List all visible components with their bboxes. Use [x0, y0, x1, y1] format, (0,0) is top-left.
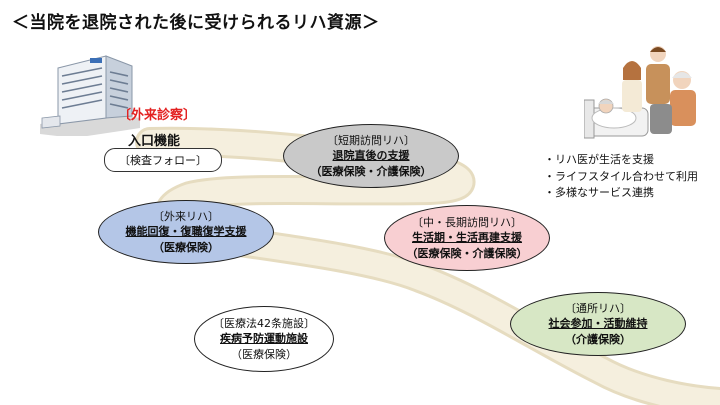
resource-insurance: （医療保険）	[231, 347, 297, 361]
resource-main: 退院直後の支援	[332, 149, 410, 163]
outpatient-label: 〔外来診察〕	[118, 108, 197, 123]
mid-long-term-home-rehab-bubble: 〔中・長期訪問リハ〕 生活期・生活再建支援 （医療保険・介護保険）	[384, 205, 550, 271]
page-title: ＜当院を退院された後に受けられるリハ資源＞	[12, 13, 380, 33]
feature-item: ・多様なサービス連携	[544, 186, 654, 199]
resource-insurance: （医療保険）	[153, 240, 219, 254]
entrance-function-label: 入口機能	[128, 134, 181, 149]
resource-head: 〔中・長期訪問リハ〕	[412, 215, 522, 229]
resource-head: 〔通所リハ〕	[565, 301, 631, 315]
resource-insurance: （医療保険・介護保険）	[406, 246, 528, 260]
checkup-follow-badge: 〔検査フォロー〕	[104, 148, 222, 172]
day-care-rehab-bubble: 〔通所リハ〕 社会参加・活動維持 （介護保険）	[510, 292, 686, 356]
article42-facility-bubble: 〔医療法42条施設〕 疾病予防運動施設 （医療保険）	[194, 306, 334, 372]
resource-main: 社会参加・活動維持	[548, 317, 648, 331]
resource-main: 疾病予防運動施設	[220, 332, 308, 346]
short-term-home-rehab-bubble: 〔短期訪問リハ〕 退院直後の支援 （医療保険・介護保険）	[283, 124, 459, 188]
resource-head: 〔外来リハ〕	[153, 209, 219, 223]
resource-insurance: （介護保険）	[565, 332, 631, 346]
outpatient-rehab-bubble: 〔外来リハ〕 機能回復・復職復学支援 （医療保険）	[98, 200, 274, 264]
feature-item: ・ライフスタイル合わせて利用	[544, 169, 698, 183]
resource-insurance: （医療保険・介護保険）	[310, 164, 432, 178]
resource-main: 機能回復・復職復学支援	[125, 225, 247, 239]
resource-main: 生活期・生活再建支援	[412, 231, 522, 245]
hospital-building-illustration	[40, 55, 140, 136]
feature-list: ・リハ医が生活を支援 ・ライフスタイル合わせて利用 ・多様なサービス連携	[544, 152, 698, 202]
resource-head: 〔医療法42条施設〕	[213, 316, 315, 330]
resource-head: 〔短期訪問リハ〕	[327, 133, 415, 147]
family-illustration	[584, 46, 696, 139]
feature-item: ・リハ医が生活を支援	[544, 153, 654, 166]
